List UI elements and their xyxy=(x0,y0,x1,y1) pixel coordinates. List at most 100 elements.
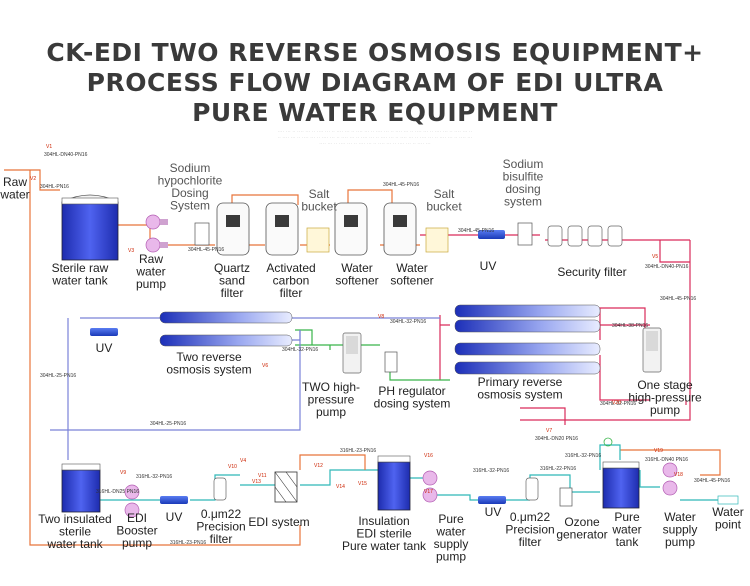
valve-tag-v18: V18 xyxy=(674,472,683,478)
raw-water-pump xyxy=(145,214,168,253)
pipe-tag-p19: 316HL-DN40 PN16 xyxy=(645,457,688,463)
security-filter xyxy=(547,225,623,247)
pipe-tags-layer: 304HL-DN40-PN16 304HL-PN16 304HL-45-PN16 30… xyxy=(30,144,730,546)
pure-water-supply-pump-1 xyxy=(422,470,438,503)
edi-system-module xyxy=(274,471,298,503)
uv-sterilizer-3 xyxy=(160,496,188,504)
water-supply-pump-2 xyxy=(662,462,678,496)
pipe-tag-p18: 316HL-32-PN16 xyxy=(565,453,601,459)
valve-tag-v15: V15 xyxy=(358,481,367,487)
fine-print: ···· ··· ·· ···· ··· ·· ···· ··· ·· ····… xyxy=(277,129,473,146)
valve-tag-v9: V9 xyxy=(120,470,126,476)
valve-tag-v6: V6 xyxy=(262,363,268,369)
label-uv3: UV xyxy=(166,510,183,524)
title-line-3: PURE WATER EQUIPMENT xyxy=(192,98,558,127)
pipe-tag-p7: 304HL-45-PN16 xyxy=(660,296,696,302)
valve-tag-v5: V5 xyxy=(652,254,658,260)
pipe-tag-p6: 304HL-DN40-PN16 xyxy=(645,264,689,270)
valve-tag-v11: V11 xyxy=(258,473,267,479)
pipe-tag-p8: 304HL-32-PN16 xyxy=(390,319,426,325)
water-point-outlet xyxy=(717,495,739,505)
pipe-tag-p3: 304HL-45-PN16 xyxy=(188,247,224,253)
valve-tag-v16: V16 xyxy=(424,453,433,459)
valve-tag-v7: V7 xyxy=(546,428,552,434)
precision-filter-1 xyxy=(213,477,227,501)
hypochlorite-dosing-tank xyxy=(194,222,210,246)
uv-sterilizer-2 xyxy=(90,328,118,336)
title-line-1: CK-EDI TWO REVERSE OSMOSIS EQUIPMENT+ xyxy=(46,38,704,67)
water-softener-2 xyxy=(383,202,417,256)
uv-sterilizer-4 xyxy=(478,496,506,504)
label-security-filter: Security filter xyxy=(557,265,626,279)
uv-sterilizer-1 xyxy=(478,230,505,239)
valve-tag-v19: V19 xyxy=(654,448,663,454)
quartz-sand-filter xyxy=(216,202,250,256)
one-stage-high-pressure-pump xyxy=(642,327,662,373)
salt-bucket-2 xyxy=(425,227,449,253)
ph-regulator-dosing-tank xyxy=(384,351,398,373)
pure-water-tank xyxy=(602,461,640,509)
pipe-tag-p2: 304HL-PN16 xyxy=(40,184,69,190)
salt-bucket-1 xyxy=(306,227,330,253)
pipe-tag-p10: 304HL-32-PN16 xyxy=(600,401,636,407)
valve-tag-v20: V20 xyxy=(612,400,621,406)
primary-reverse-osmosis-membranes xyxy=(454,304,601,375)
valve-tag-v1: V1 xyxy=(46,144,52,150)
valve-tag-v8: V8 xyxy=(378,314,384,320)
two-reverse-osmosis-membranes xyxy=(159,311,293,347)
pipe-tag-p21: 316HL-23-PN16 xyxy=(170,540,206,546)
label-uv4: UV xyxy=(485,505,502,519)
pipe-tag-p11: 304HL-25-PN16 xyxy=(40,373,76,379)
pipe-tag-p20: 304HL-45-PN16 xyxy=(694,478,730,484)
pipe-tag-p22: 304HL-DN20 PN16 xyxy=(535,436,578,442)
label-uv1: UV xyxy=(480,259,497,273)
pipe-tag-p14: 316HL-32-PN16 xyxy=(136,474,172,480)
pipe-tag-p13: 316HL-DN25 PN16 xyxy=(96,489,139,495)
label-edi-system: EDI system xyxy=(248,515,309,529)
two-insulated-sterile-water-tank xyxy=(61,463,101,513)
sterile-raw-water-tank xyxy=(61,194,119,261)
valve-tag-v4: V4 xyxy=(240,458,246,464)
ozone-generator xyxy=(559,437,613,507)
activated-carbon-filter xyxy=(265,202,299,256)
bisulfite-dosing-tank xyxy=(517,222,533,246)
valve-tag-v12: V12 xyxy=(314,463,323,469)
edi-booster-pump xyxy=(124,484,140,518)
pipe-tag-p23: 304HL-32-PN16 xyxy=(282,347,318,353)
pipe-tag-p4: 304HL-45-PN16 xyxy=(383,182,419,188)
pipe-tag-p12: 304HL-25-PN16 xyxy=(150,421,186,427)
valve-tag-v17: V17 xyxy=(424,489,433,495)
two-high-pressure-pump xyxy=(342,332,362,374)
pipe-tag-p17: 316HL-22-PN16 xyxy=(540,466,576,472)
pipe-tag-p9: 304HL-38-PN16 xyxy=(612,323,648,329)
valve-tag-v3: V3 xyxy=(128,248,134,254)
label-uv2: UV xyxy=(96,341,113,355)
pipe-tag-p5: 304HL-45-PN16 xyxy=(458,228,494,234)
